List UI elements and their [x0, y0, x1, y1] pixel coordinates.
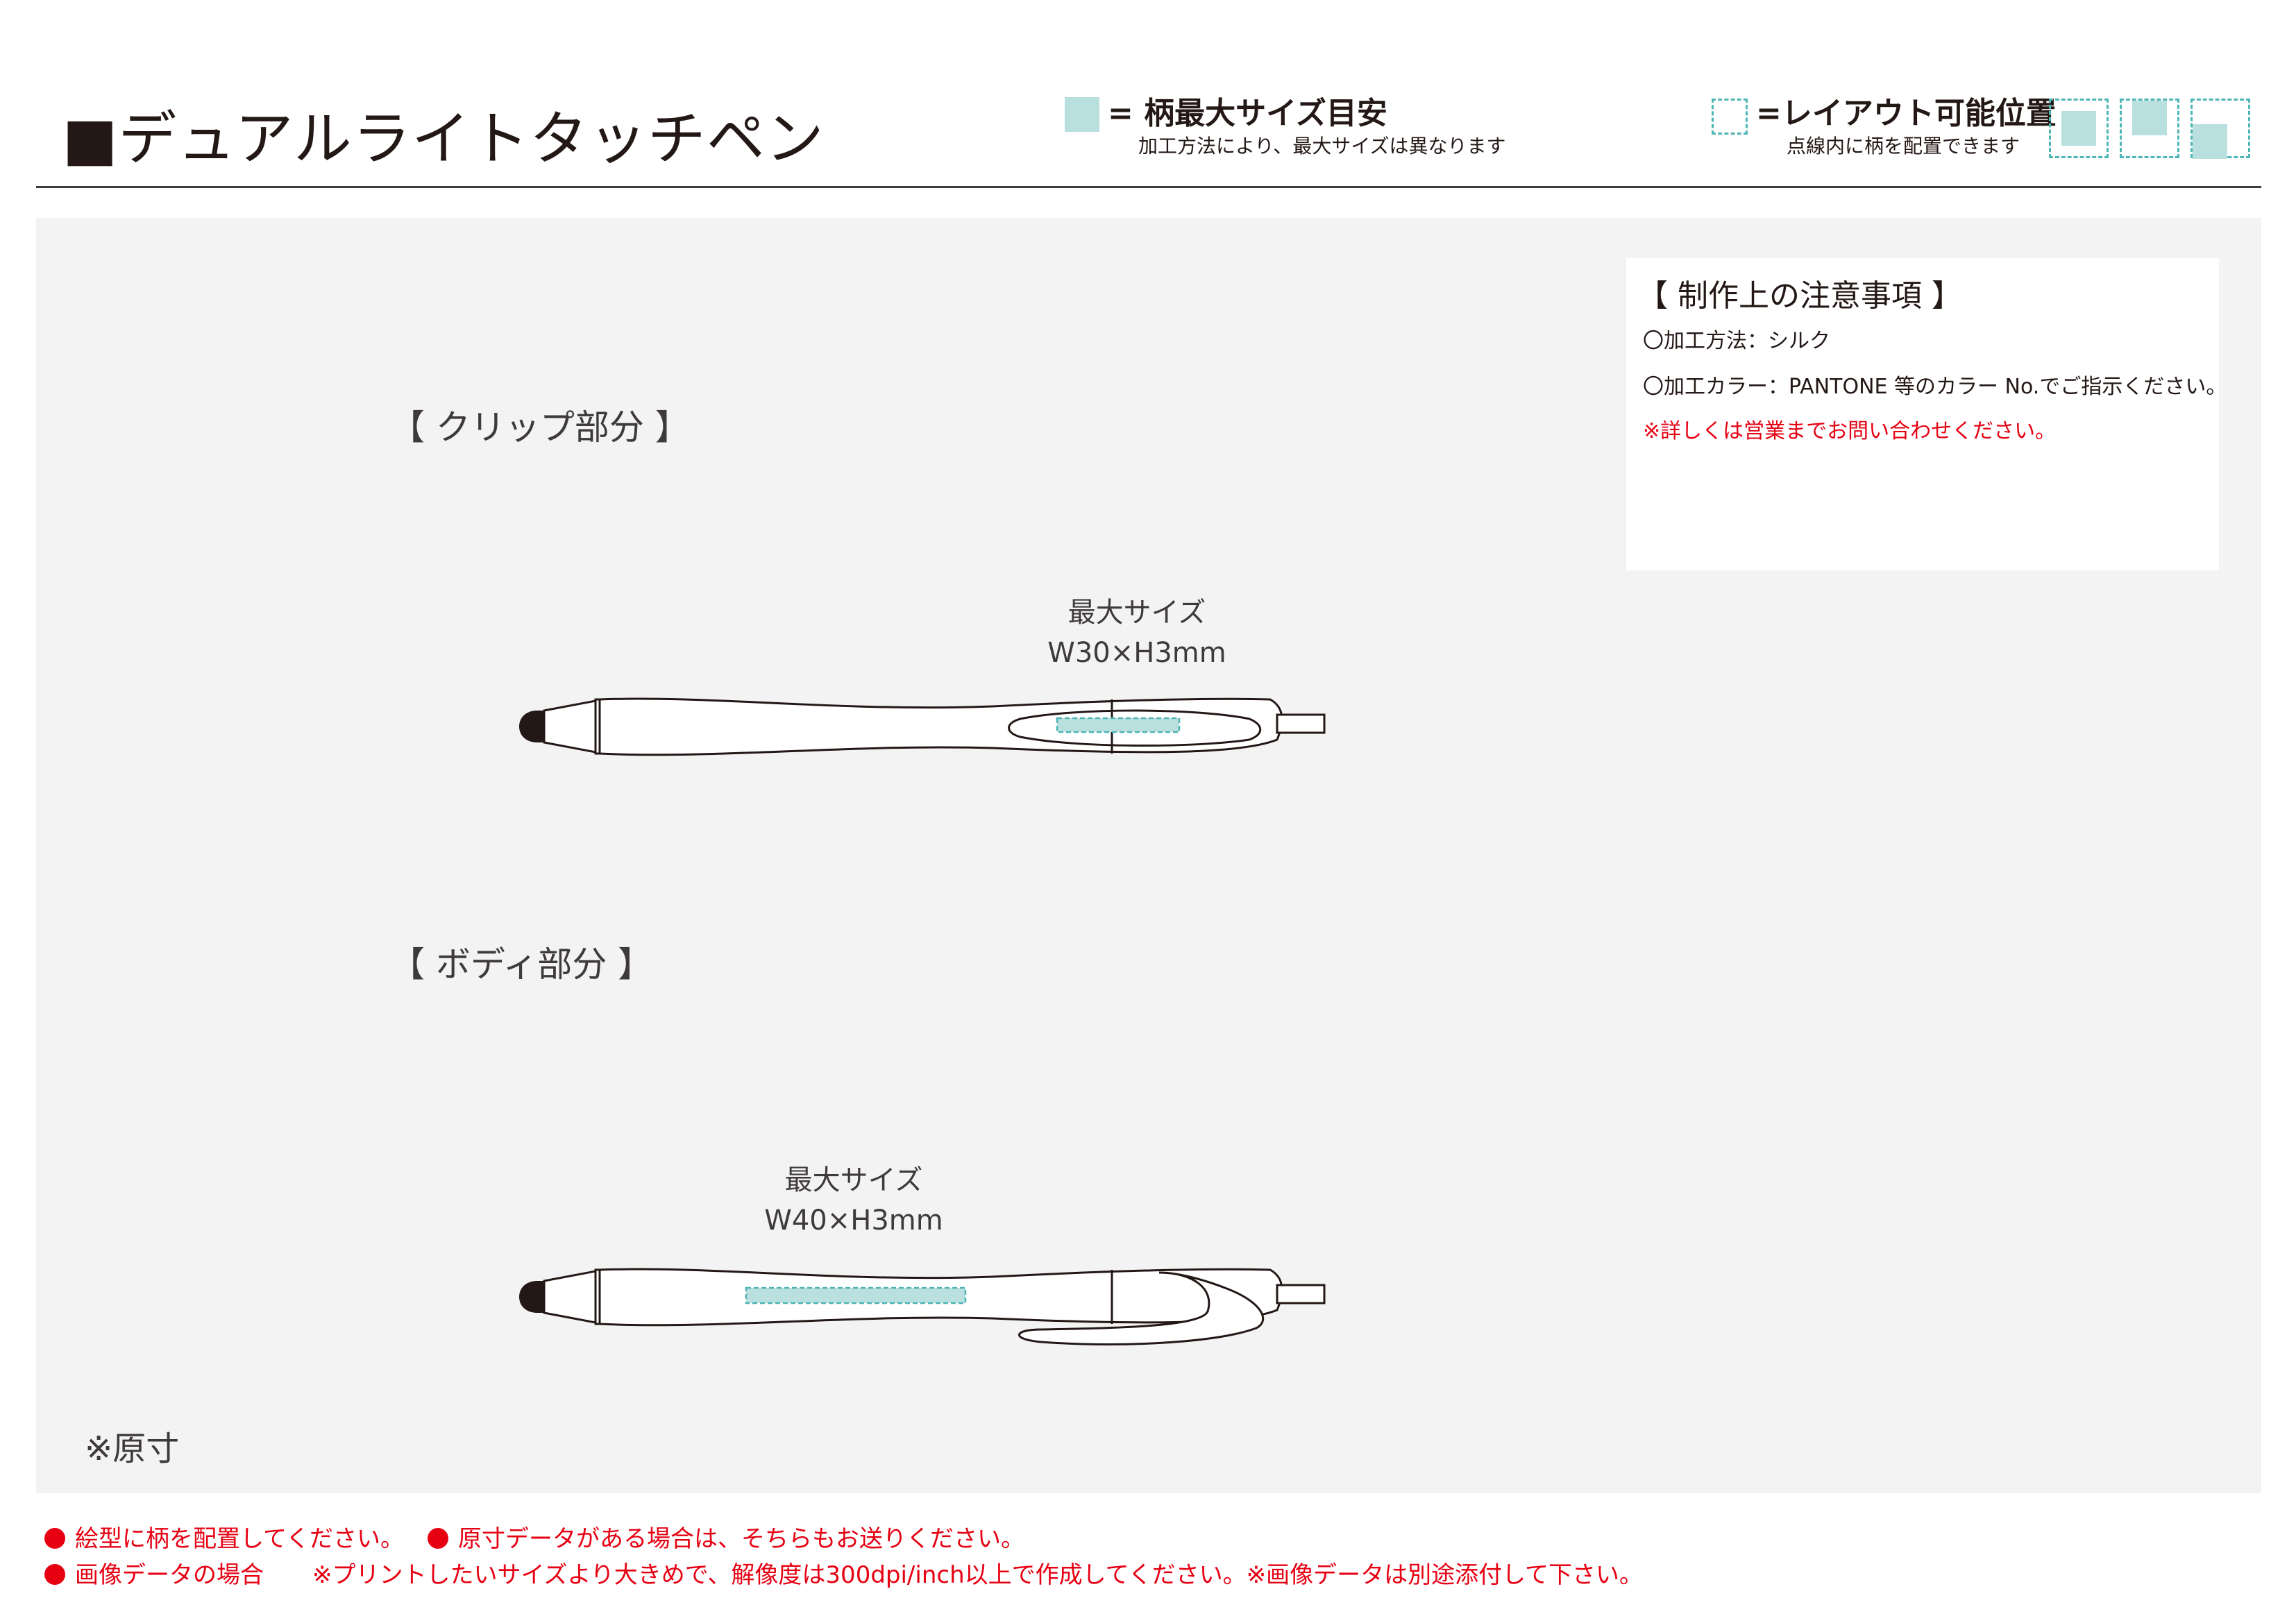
notes-title: 【 制作上の注意事項 】 — [1637, 278, 1962, 314]
notes-method: 〇加工方法：シルク — [1643, 329, 1830, 353]
clip-max-size-title: 最大サイズ — [1067, 597, 1206, 629]
footer-instruction-1: 絵型に柄を配置してください。 — [75, 1525, 404, 1553]
notes-warning: ※詳しくは営業までお問い合わせください。 — [1643, 419, 2057, 443]
clip-section-label: 【 クリップ部分 】 — [390, 407, 690, 448]
footer-line-2: 画像データの場合 ※プリントしたいサイズより大きめで、解像度は300dpi/inc… — [44, 1560, 1643, 1590]
production-notes-box: 【 制作上の注意事項 】 〇加工方法：シルク 〇加工カラー：PANTONE 等の… — [1626, 258, 2227, 570]
pen-refill-shape — [1276, 713, 1326, 734]
bullet-icon — [427, 1528, 448, 1549]
layout-area-dashed-icon — [1712, 99, 1748, 135]
clip-print-area — [1056, 717, 1181, 733]
print-area-swatch — [1065, 97, 1099, 132]
footer-image-data-label: 画像データの場合 — [75, 1561, 264, 1589]
layout-position-center-icon — [2049, 99, 2109, 158]
layout-position-top-icon — [2120, 99, 2179, 158]
size-legend-note: 加工方法により、最大サイズは異なります — [1138, 135, 1506, 158]
stylus-tip-icon — [519, 711, 544, 742]
clip-max-size-value: W30×H3mm — [1047, 637, 1226, 669]
stylus-tip-icon — [519, 1281, 544, 1313]
pen-clip-view-drawing — [519, 697, 1326, 756]
body-max-size-value: W40×H3mm — [764, 1205, 943, 1237]
pen-cone-shape — [543, 699, 597, 754]
body-max-size-title: 最大サイズ — [784, 1164, 923, 1196]
footer-line-1: 絵型に柄を配置してください。 原寸データがある場合は、そちらもお送りください。 — [44, 1524, 1024, 1554]
pen-clip-shape — [1018, 1271, 1264, 1345]
layout-legend-note: 点線内に柄を配置できます — [1787, 135, 2020, 158]
pen-cone-shape — [543, 1270, 597, 1324]
footer-image-data-note: ※プリントしたいサイズより大きめで、解像度は300dpi/inch以上で作成して… — [312, 1561, 1644, 1589]
body-section-label: 【 ボディ部分 】 — [390, 944, 653, 985]
pen-refill-shape — [1276, 1284, 1326, 1305]
size-legend-label: = 柄最大サイズ目安 — [1108, 96, 1387, 131]
bullet-icon — [44, 1528, 65, 1549]
pen-body-view-drawing — [519, 1268, 1326, 1345]
bullet-icon — [44, 1564, 65, 1585]
page-title: ■デュアルライトタッチペン — [62, 105, 825, 173]
notes-color: 〇加工カラー：PANTONE 等のカラー No.でご指示ください。 — [1643, 375, 2227, 399]
body-print-area — [745, 1286, 967, 1305]
header-divider — [36, 186, 2261, 188]
footer-instruction-2: 原寸データがある場合は、そちらもお送りください。 — [457, 1525, 1024, 1553]
layout-legend-label: =レイアウト可能位置 — [1756, 96, 2057, 131]
actual-size-note: ※原寸 — [85, 1429, 180, 1468]
layout-position-bottom-icon — [2191, 99, 2250, 159]
